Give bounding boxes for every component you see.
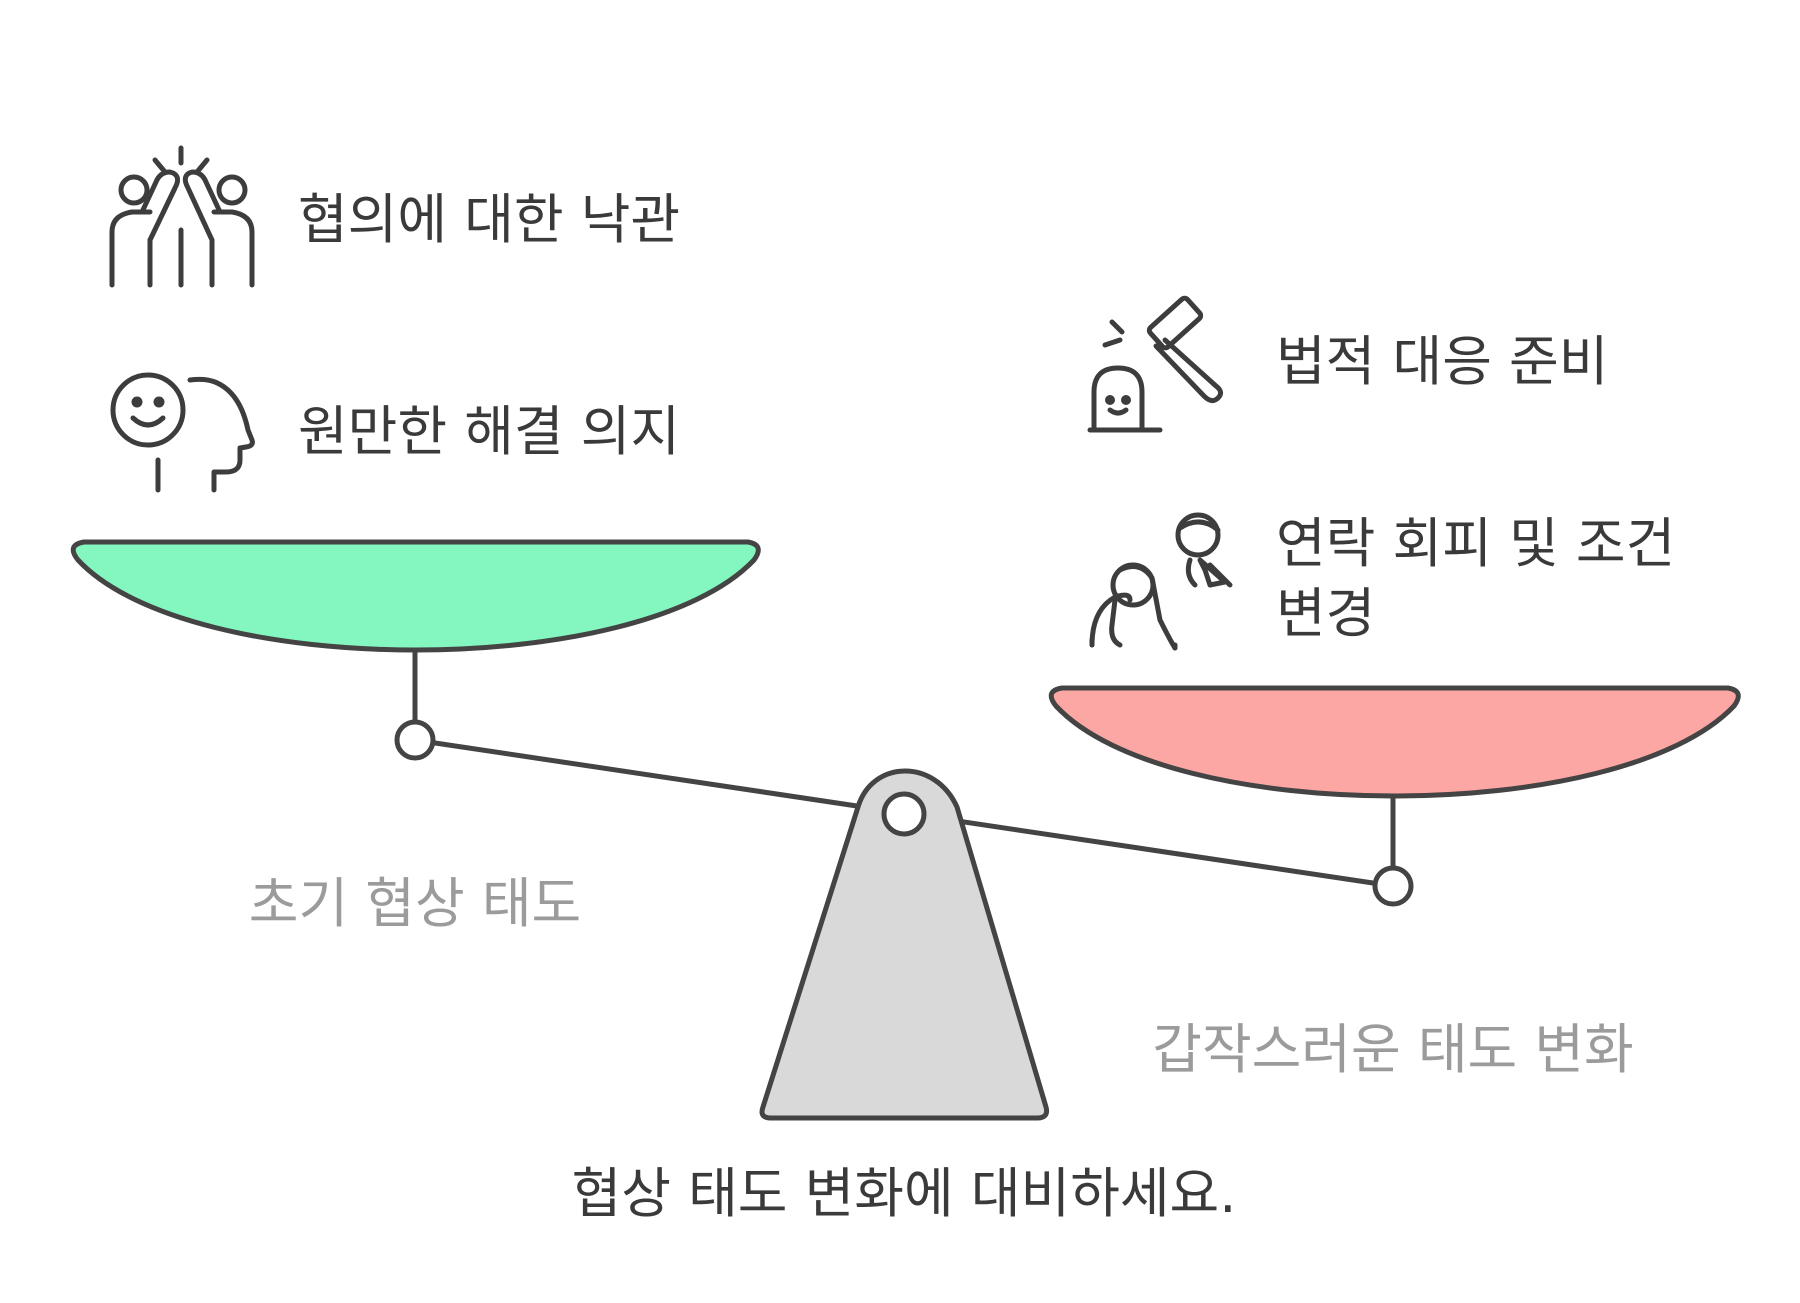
fulcrum [759,768,1050,1121]
gavel-icon [1087,295,1224,433]
head-smile-icon [110,372,255,493]
item-label-legal-response: 법적 대응 준비 [1276,330,1608,393]
group-label-right: 갑작스러운 태도 변화 [1152,1018,1633,1081]
left-pan [70,539,761,653]
item-label-optimism: 협의에 대한 낙관 [298,188,680,251]
person-avoid-icon [1089,512,1233,651]
left-pan-joint [394,719,436,761]
caption: 협상 태도 변화에 대비하세요. [572,1162,1237,1225]
high-five-icon [109,145,255,288]
right-pan [1048,685,1741,799]
right-pan-joint [1372,865,1414,907]
item-label-avoid-contact-line2: 변경 [1276,582,1375,645]
group-label-left: 초기 협상 태도 [249,872,581,935]
fulcrum-pivot [881,791,927,837]
item-label-settlement-will: 원만한 해결 의지 [298,400,680,463]
item-label-avoid-contact-line1: 연락 회피 및 조건 [1276,512,1675,575]
